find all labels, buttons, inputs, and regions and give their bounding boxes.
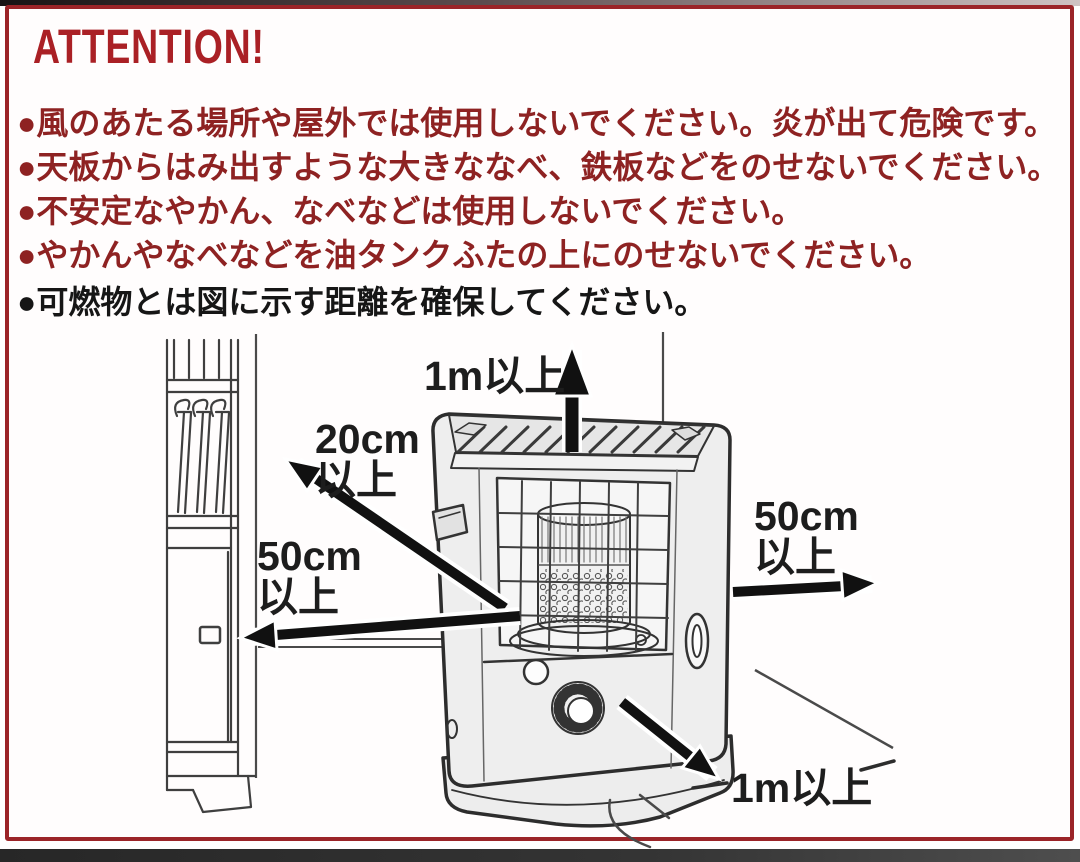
clearance-label-front: 1m以上 <box>731 765 872 811</box>
warning-item: ●やかんやなべなどを油タンクふたの上にのせないでください。 <box>17 237 932 273</box>
clearance-label-top: 1m以上 <box>424 353 565 399</box>
clearance-label-right-1: 50cm <box>754 493 859 539</box>
clearance-diagram: 1m以上 20cm 以上 50cm 以上 50cm 以上 1m以上 <box>165 332 896 849</box>
heater-illustration <box>431 412 735 828</box>
photo-edge-bottom <box>0 849 1080 862</box>
warning-item: ●天板からはみ出すような大きななべ、鉄板などをのせないでください。 <box>17 149 1060 185</box>
clearance-label-back-1: 20cm <box>315 416 420 462</box>
clearance-arrow-right <box>732 567 882 603</box>
clearance-arrow-left <box>236 607 521 653</box>
clearance-label-left-1: 50cm <box>257 533 362 579</box>
photo-edge-top <box>0 0 1080 6</box>
warning-list: ●風のあたる場所や屋外では使用しないでください。炎が出て危険です。 ●天板からは… <box>17 101 1067 277</box>
furniture-illustration <box>165 338 257 814</box>
attention-title: ATTENTION! <box>33 21 265 74</box>
wick-dial <box>551 681 605 735</box>
wall-lines <box>254 332 894 778</box>
clearance-label-back-2: 以上 <box>315 457 397 503</box>
flammable-distance-note: ●可燃物とは図に示す距離を確保してください。 <box>17 284 707 320</box>
clearance-arrow-back <box>281 456 511 616</box>
clearance-label-right-2: 以上 <box>754 534 836 580</box>
front-label-leaders <box>691 759 896 790</box>
clearance-label-left-2: 以上 <box>257 574 339 620</box>
warning-item: ●風のあたる場所や屋外では使用しないでください。炎が出て危険です。 <box>17 105 1057 141</box>
clearance-arrow-top <box>550 340 594 452</box>
floor-cord-line <box>608 793 671 849</box>
clearance-arrow-front <box>616 694 723 782</box>
clearance-labels: 1m以上 20cm 以上 50cm 以上 50cm 以上 1m以上 <box>257 353 872 811</box>
warning-item: ●不安定なやかん、なべなどは使用しないでください。 <box>17 193 804 229</box>
